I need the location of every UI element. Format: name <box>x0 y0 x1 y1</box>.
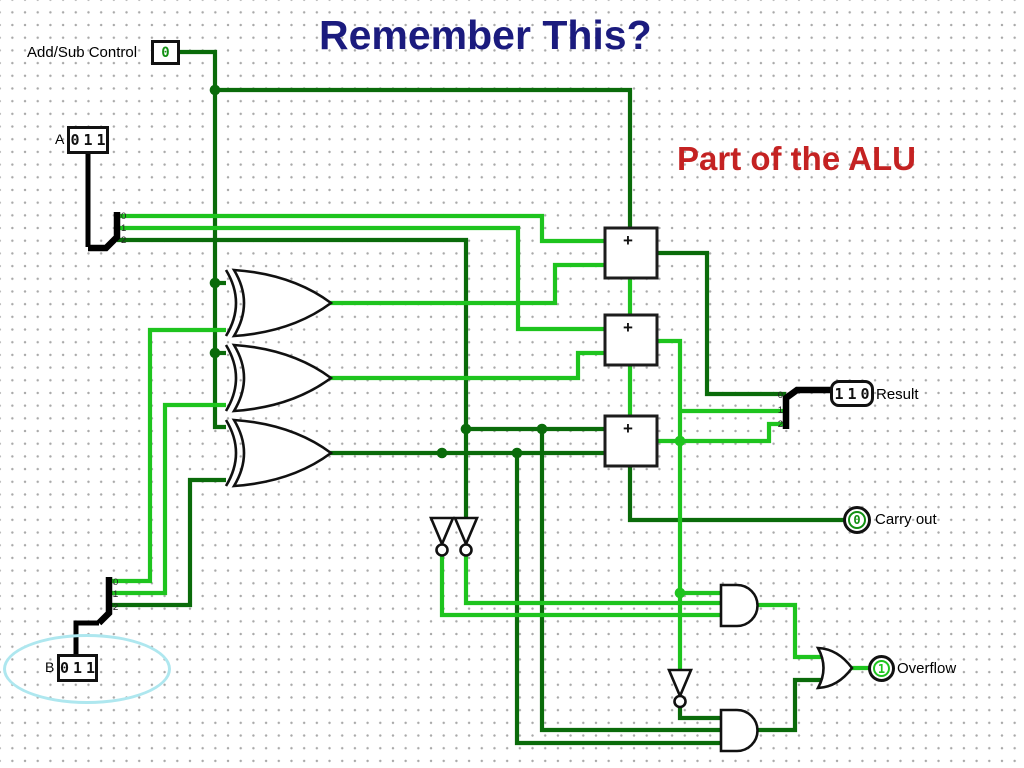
wire-a0 <box>117 213 606 244</box>
b-split-bit2: 2 <box>113 602 118 613</box>
carry-out-value: 0 <box>848 511 866 529</box>
xor-gate-2 <box>224 418 334 488</box>
not-gate-0 <box>429 516 455 557</box>
a-split-bit1: 1 <box>121 223 126 234</box>
b-pin-label: B <box>45 659 55 675</box>
wire-topand-out <box>757 602 822 660</box>
adder-0: + <box>603 226 659 280</box>
wire-xor3-bottom-and <box>514 453 721 746</box>
wire-a1 <box>117 225 606 332</box>
wire-xor1-out <box>330 262 606 306</box>
wire-inv3-out <box>677 707 721 721</box>
wire-sum1-column <box>657 338 683 670</box>
wire-inv1-out <box>439 556 721 618</box>
xor-gate-1 <box>224 343 334 413</box>
a-split-bit2: 2 <box>121 235 126 246</box>
bus-wires <box>73 153 831 654</box>
b-highlight-oval <box>3 634 171 704</box>
res-split-bit0: 0 <box>778 390 783 401</box>
a-split-bit0: 0 <box>121 211 126 222</box>
not-gates <box>429 516 693 709</box>
wire-inv2-out <box>463 556 721 606</box>
wire-control-carryin <box>215 87 633 229</box>
a-input-pin[interactable]: 011 <box>67 126 109 154</box>
xor-gate-0 <box>224 268 334 338</box>
svg-text:+: + <box>623 419 633 438</box>
carry-out-pin: 0 <box>843 506 871 534</box>
not-gate-2 <box>667 668 693 709</box>
overflow-pin: 1 <box>868 655 895 682</box>
adders: + + + <box>603 226 659 468</box>
wire-sum0 <box>657 250 786 397</box>
overflow-value: 1 <box>873 660 890 677</box>
control-pin-label: Add/Sub Control <box>27 44 138 61</box>
overflow-label: Overflow <box>897 660 957 677</box>
splitter-bit-labels: 0 1 2 0 1 2 0 1 2 <box>113 211 783 613</box>
wire-b2 <box>110 477 226 608</box>
result-output-pin: 110 <box>830 380 874 407</box>
wire-a2-bottom-and <box>539 429 721 733</box>
wire-b1 <box>110 402 226 596</box>
svg-text:+: + <box>623 231 633 250</box>
wire-sum2 <box>657 421 786 444</box>
or-gate <box>815 646 854 690</box>
adder-2: + <box>603 414 659 468</box>
b-input-pin[interactable]: 011 <box>57 654 98 682</box>
control-input-pin[interactable]: 0 <box>151 40 180 65</box>
and-gate-top <box>719 583 759 628</box>
junction-dots <box>209 84 686 599</box>
adder-1: + <box>603 313 659 367</box>
splitter-a <box>88 212 121 252</box>
b-split-bit0: 0 <box>113 577 118 588</box>
not-gate-1 <box>453 516 479 557</box>
result-pin-label: Result <box>876 386 919 403</box>
wire-b0 <box>110 327 226 584</box>
splitter-b <box>96 577 113 626</box>
wire-xor2-out <box>330 350 606 381</box>
carry-out-label: Carry out <box>875 511 937 528</box>
svg-text:+: + <box>623 318 633 337</box>
res-split-bit2: 2 <box>778 419 783 430</box>
b-split-bit1: 1 <box>113 589 118 600</box>
wires-on <box>110 213 870 671</box>
a-pin-label: A <box>55 131 65 147</box>
slide-title: Remember This? <box>319 12 652 58</box>
xor-gates <box>224 268 334 488</box>
wire-carry-out <box>627 466 846 523</box>
splitter-result <box>782 386 831 429</box>
res-split-bit1: 1 <box>778 405 783 416</box>
and-gate-bottom <box>719 708 759 753</box>
wires-off <box>110 49 846 746</box>
and-gates <box>719 583 759 753</box>
wire-botand-out <box>757 677 822 733</box>
slide-subtitle: Part of the ALU <box>677 140 916 177</box>
